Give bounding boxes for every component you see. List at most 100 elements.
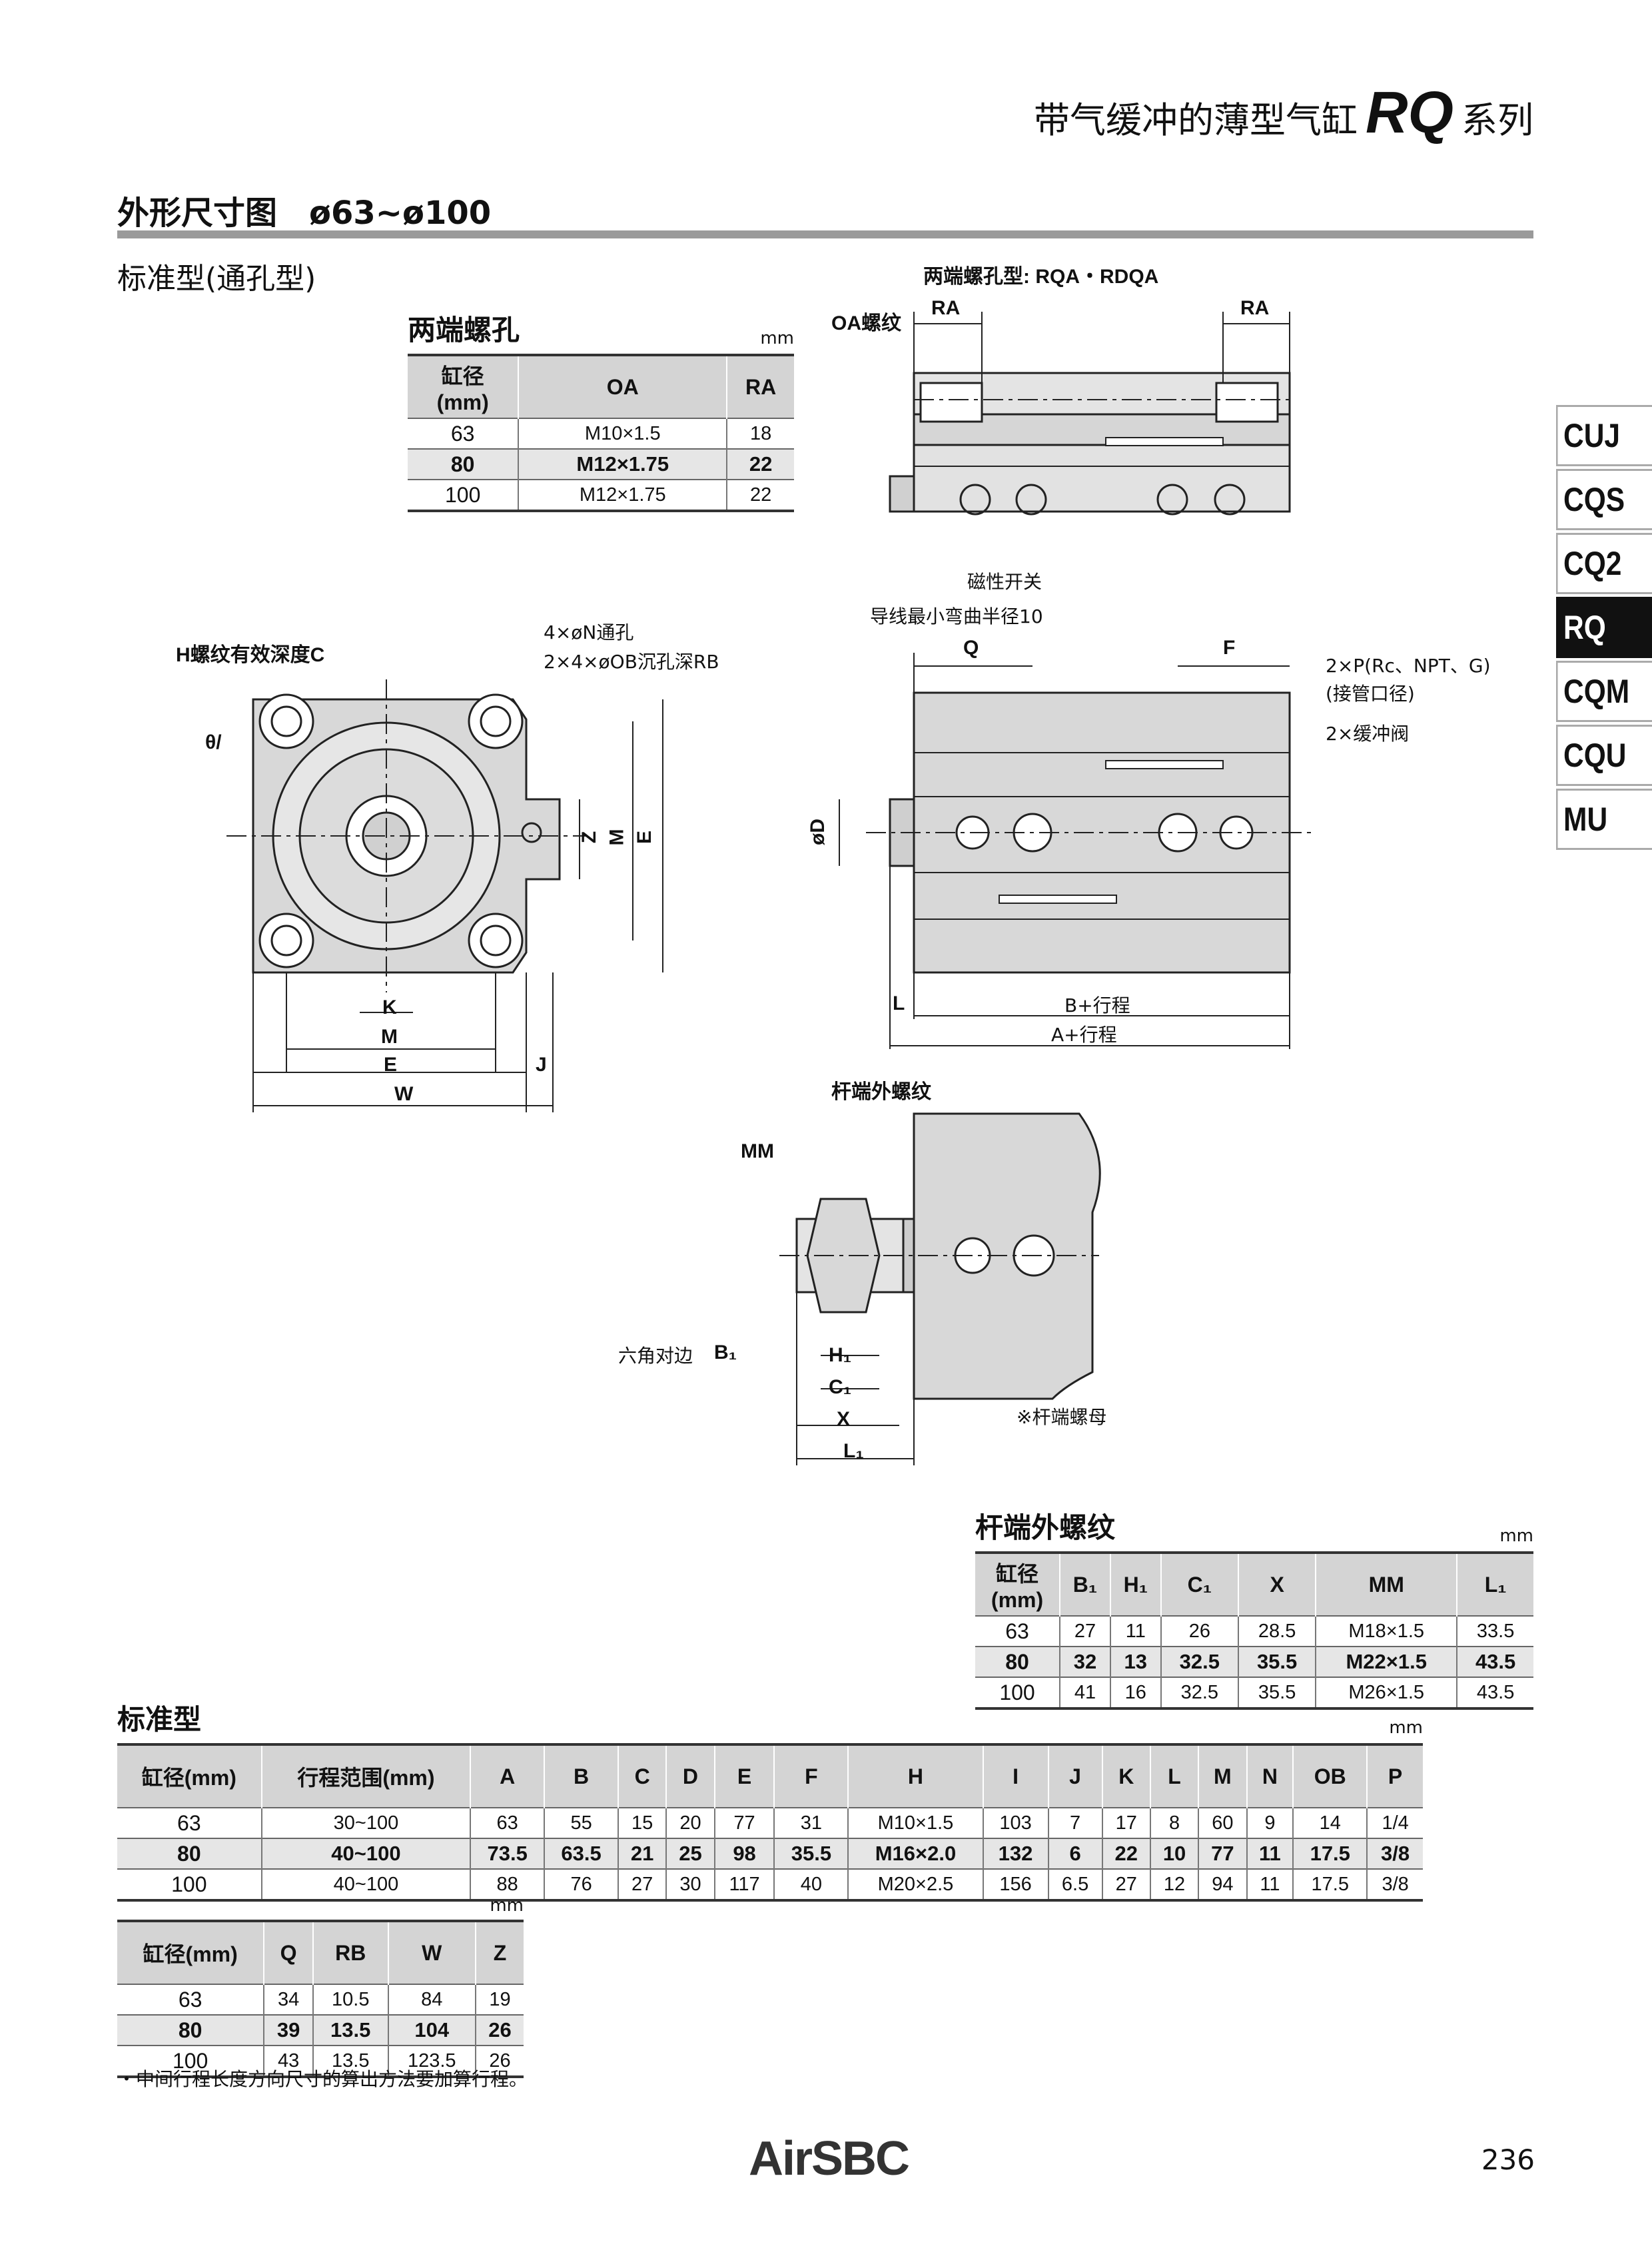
end-tap-table-title: 两端螺孔 — [408, 314, 520, 346]
standard-col-header: 缸径(mm) — [117, 1744, 262, 1808]
standard-cell: M20×2.5 — [847, 1868, 983, 1900]
standard2-cell: 10.5 — [312, 1984, 388, 2015]
series-tab-cq2[interactable]: CQ2 — [1556, 533, 1652, 594]
standard-cell: 30~100 — [260, 1807, 471, 1838]
end-tap-unit: mm — [760, 328, 794, 348]
brand-logo: AirSBC — [749, 2132, 910, 2185]
series-tab-cuj[interactable]: CUJ — [1556, 405, 1652, 466]
rod-end-col-header: L₁ — [1456, 1553, 1533, 1616]
standard2-unit: mm — [490, 1896, 524, 1916]
rod-end-cell: 35.5 — [1237, 1677, 1316, 1708]
standard-col-header: OB — [1292, 1744, 1368, 1808]
port-note-label: (接管口径) — [1326, 683, 1415, 705]
series-tab-cqs[interactable]: CQS — [1556, 469, 1652, 530]
standard-cell: 20 — [665, 1807, 715, 1838]
standard-cell: 27 — [618, 1868, 667, 1900]
series-code: RQ — [1366, 79, 1453, 145]
oa-thread-label: OA螺纹 — [831, 312, 901, 334]
dim-z: Z — [578, 831, 601, 844]
min-bend-radius-label: 导线最小弯曲半径10 — [870, 605, 1043, 627]
theta-label: θ/ — [205, 731, 222, 753]
ra-label-left: RA — [931, 297, 961, 319]
rod-end-cell: 43.5 — [1456, 1677, 1533, 1708]
standard-cell: 77 — [1198, 1838, 1247, 1869]
standard-cell: 63.5 — [544, 1838, 619, 1869]
series-tab-mu[interactable]: MU — [1556, 789, 1652, 850]
standard2-cell: 80 — [117, 2014, 264, 2046]
a-stroke-label: A+行程 — [1051, 1024, 1117, 1046]
h-thread-label: H螺纹有效深度C — [176, 644, 325, 666]
dim-e: E — [384, 1054, 398, 1076]
rod-end-cell: 26 — [1160, 1615, 1238, 1647]
standard-cell: 15 — [618, 1807, 667, 1838]
header-suffix: 系列 — [1461, 99, 1533, 141]
dim-od: øD — [807, 819, 829, 845]
footnote: ・中间行程长度方向尺寸的算出方法要加算行程。 — [117, 2068, 528, 2090]
series-tab-rq[interactable]: RQ — [1556, 597, 1652, 658]
port-label: 2×P(Rc、NPT、G) — [1326, 655, 1491, 677]
dim-x: X — [837, 1408, 851, 1430]
end-tap-cell: M12×1.75 — [518, 479, 727, 511]
standard-cell: 88 — [470, 1868, 545, 1900]
standard2-col-header: 缸径(mm) — [117, 1921, 264, 1984]
standard-cell: 11 — [1246, 1838, 1294, 1869]
series-tab-cqu[interactable]: CQU — [1556, 725, 1652, 786]
standard-col-header: N — [1246, 1744, 1294, 1808]
rod-end-cell: M26×1.5 — [1315, 1677, 1457, 1708]
standard-cell: 6 — [1047, 1838, 1102, 1869]
dim-j: J — [536, 1054, 547, 1076]
rod-end-cell: 100 — [975, 1677, 1060, 1708]
standard-col-header: A — [470, 1744, 545, 1808]
end-tap-cell: 63 — [408, 418, 519, 449]
standard2-col-header: W — [387, 1921, 476, 1984]
standard-cell: 31 — [773, 1807, 849, 1838]
rod-end-cell: 27 — [1059, 1615, 1110, 1647]
end-tap-col-header: OA — [518, 355, 727, 418]
rod-end-cell: M18×1.5 — [1315, 1615, 1457, 1647]
dim-l1: L₁ — [843, 1440, 864, 1462]
standard-col-header: F — [773, 1744, 849, 1808]
standard-cell: M10×1.5 — [847, 1807, 983, 1838]
standard2-col-header: Q — [263, 1921, 313, 1984]
header-prefix: 带气缓冲的薄型气缸 — [1034, 99, 1358, 141]
standard-cell: 40~100 — [260, 1868, 471, 1900]
standard-col-header: E — [713, 1744, 775, 1808]
rod-end-col-header: C₁ — [1160, 1553, 1238, 1616]
standard-cell: 117 — [713, 1868, 775, 1900]
standard-cell: 8 — [1149, 1807, 1199, 1838]
standard-col-header: P — [1366, 1744, 1423, 1808]
rod-end-col-header: H₁ — [1109, 1553, 1161, 1616]
standard2-cell: 34 — [263, 1984, 313, 2015]
dim-b1: B₁ — [714, 1341, 737, 1363]
end-tap-cell: 18 — [726, 418, 794, 449]
dim-l: L — [893, 992, 905, 1014]
standard-col-header: 行程范围(mm) — [260, 1744, 471, 1808]
standard2-cell: 13.5 — [312, 2014, 388, 2046]
end-tap-cell: M12×1.75 — [518, 448, 727, 480]
standard2-cell: 84 — [387, 1984, 476, 2015]
dim-k: K — [382, 996, 397, 1018]
section-range: ø63~ø100 — [309, 194, 492, 232]
standard2-cell: 13.5 — [312, 2045, 388, 2077]
ra-label-right: RA — [1240, 297, 1270, 319]
side-view — [839, 653, 1312, 1049]
rod-end-col-header: B₁ — [1059, 1553, 1110, 1616]
standard-cell: 94 — [1198, 1868, 1247, 1900]
standard2-cell: 26 — [474, 2014, 524, 2046]
standard-cell: 6.5 — [1047, 1868, 1102, 1900]
standard2-cell: 43 — [263, 2045, 313, 2077]
standard2-cell: 39 — [263, 2014, 313, 2046]
series-tab-cqm[interactable]: CQM — [1556, 661, 1652, 722]
